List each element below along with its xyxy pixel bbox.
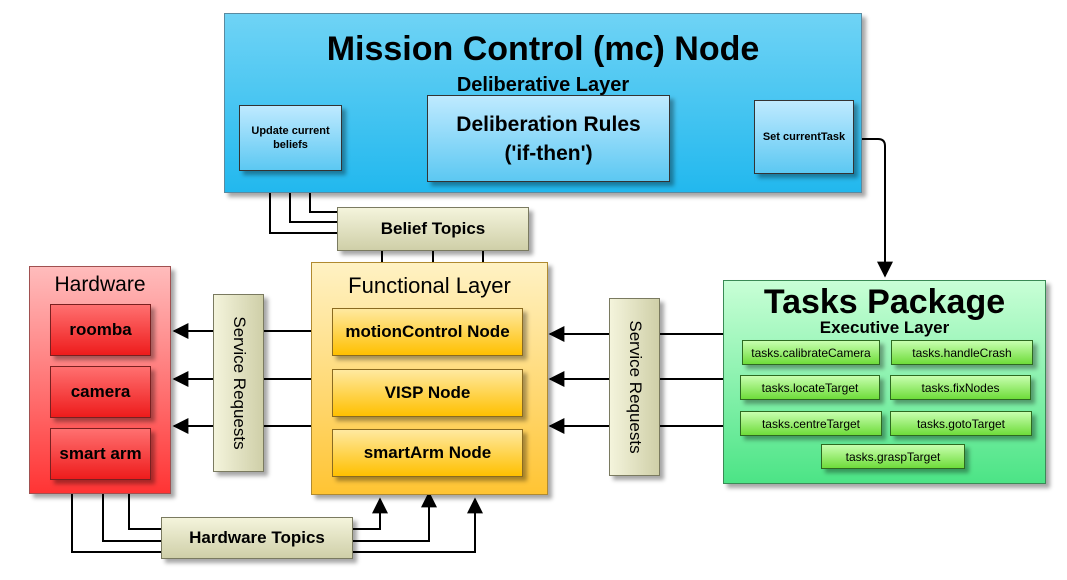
task-goto-target: tasks.gotoTarget: [890, 411, 1032, 436]
task-fix-nodes: tasks.fixNodes: [890, 375, 1031, 400]
task-centre-target: tasks.centreTarget: [740, 411, 882, 436]
hardware-title: Hardware: [54, 273, 146, 296]
tasks-package-box: Tasks Package Executive Layer tasks.cali…: [723, 280, 1046, 484]
belief-topics-box: Belief Topics: [337, 207, 529, 251]
deliberation-rules-label: Deliberation Rules: [456, 112, 641, 136]
if-then-label: ('if-then'): [504, 141, 593, 165]
hardware-item-smart-arm: smart arm: [50, 428, 151, 480]
deliberation-rules-box: Deliberation Rules ('if-then'): [427, 95, 670, 182]
task-handle-crash: tasks.handleCrash: [891, 340, 1033, 365]
arrow-settask-to-tasks: [862, 138, 893, 278]
set-current-task-box: Set currentTask: [754, 100, 854, 174]
service-requests-right: Service Requests: [609, 298, 660, 476]
visp-node: VISP Node: [332, 369, 523, 417]
task-grasp-target: tasks.graspTarget: [821, 444, 965, 469]
deliberative-layer-label: Deliberative Layer: [456, 74, 630, 96]
hardware-item-roomba: roomba: [50, 304, 151, 356]
task-locate-target: tasks.locateTarget: [740, 375, 880, 400]
mission-control-node: Mission Control (mc) Node Deliberative L…: [224, 13, 862, 193]
motion-control-node: motionControl Node: [332, 308, 523, 356]
executive-layer-label: Executive Layer: [819, 318, 950, 337]
smart-arm-node: smartArm Node: [332, 429, 523, 477]
service-requests-left: Service Requests: [213, 294, 264, 472]
hardware-item-camera: camera: [50, 366, 151, 418]
hardware-topics-box: Hardware Topics: [161, 517, 353, 559]
hardware-box: Hardware roomba camera smart arm: [29, 266, 171, 494]
functional-layer-box: Functional Layer motionControl Node VISP…: [311, 262, 548, 495]
update-beliefs-box: Update current beliefs: [239, 105, 342, 171]
mission-control-title: Mission Control (mc) Node: [326, 30, 760, 68]
task-calibrate-camera: tasks.calibrateCamera: [742, 340, 880, 365]
service-requests-right-label: Service Requests: [625, 320, 645, 454]
functional-layer-title: Functional Layer: [348, 273, 511, 298]
tasks-package-title: Tasks Package: [763, 283, 1006, 321]
service-requests-left-label: Service Requests: [229, 316, 249, 450]
arrow-belief-1: [262, 173, 337, 234]
